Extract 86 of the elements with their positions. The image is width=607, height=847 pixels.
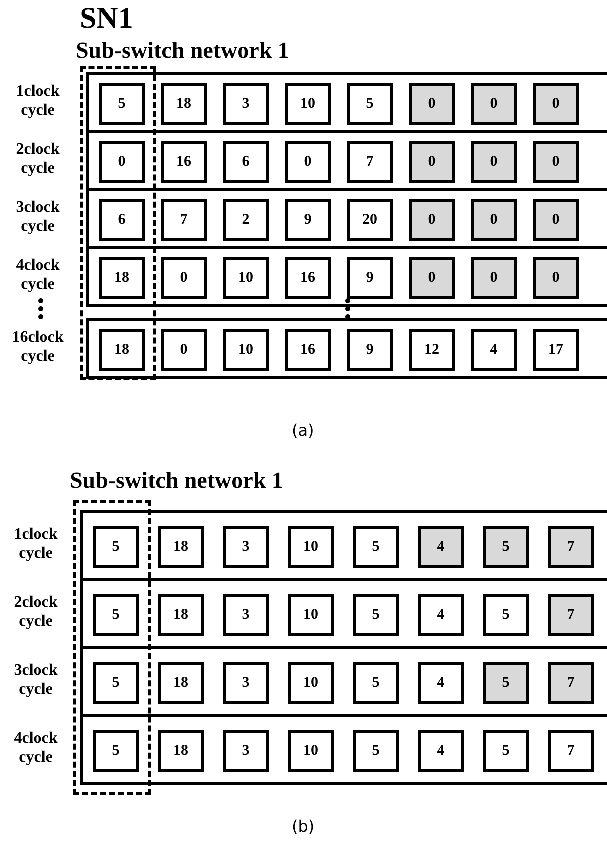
number-box: 0 [471, 199, 517, 241]
number-box: 9 [285, 199, 331, 241]
number-box: 2 [223, 199, 269, 241]
number-box: 7 [347, 141, 393, 183]
number-box: 7 [548, 730, 594, 772]
number-box: 10 [285, 83, 331, 125]
row-label: 1clock cycle [13, 525, 59, 563]
number-box: 18 [158, 594, 204, 636]
number-box: 0 [533, 199, 579, 241]
number-box: 18 [158, 662, 204, 704]
number-box: 10 [223, 257, 269, 299]
number-box: 5 [353, 730, 399, 772]
row-label: 3clock cycle [13, 661, 59, 699]
number-box: 10 [288, 662, 334, 704]
number-box: 16 [285, 329, 331, 371]
number-box: 3 [223, 662, 269, 704]
row-label: 4clock cycle [15, 256, 61, 294]
number-box: 16 [285, 257, 331, 299]
number-box: 0 [409, 83, 455, 125]
number-box: 0 [409, 141, 455, 183]
number-box: 12 [409, 329, 455, 371]
number-box: 0 [471, 257, 517, 299]
number-box: 9 [347, 257, 393, 299]
number-box: 18 [99, 257, 145, 299]
number-box: 5 [483, 594, 529, 636]
number-box: 3 [223, 526, 269, 568]
number-box: 10 [223, 329, 269, 371]
number-box: 3 [223, 594, 269, 636]
number-box: 5 [353, 662, 399, 704]
number-box: 5 [353, 526, 399, 568]
number-box: 4 [418, 526, 464, 568]
number-box: 5 [353, 594, 399, 636]
number-box: 0 [533, 83, 579, 125]
row-label: 2clock cycle [13, 593, 59, 631]
number-box: 5 [93, 662, 139, 704]
number-box: 18 [161, 83, 207, 125]
number-box: 0 [471, 141, 517, 183]
number-box: 18 [158, 730, 204, 772]
number-box: 5 [93, 594, 139, 636]
caption-label: (b) [292, 818, 315, 836]
caption-label: (a) [292, 422, 314, 440]
title-label: SN1 [80, 2, 134, 35]
number-box: 5 [347, 83, 393, 125]
number-box: 10 [288, 594, 334, 636]
number-box: 0 [533, 257, 579, 299]
number-box: 0 [409, 199, 455, 241]
number-box: 9 [347, 329, 393, 371]
number-box: 16 [161, 141, 207, 183]
number-box: 10 [288, 526, 334, 568]
number-box: 20 [347, 199, 393, 241]
number-box: 3 [223, 730, 269, 772]
row-label: 1clock cycle [15, 82, 61, 120]
row-label: 16clock cycle [11, 328, 65, 366]
number-box: 0 [533, 141, 579, 183]
number-box: 6 [223, 141, 269, 183]
number-box: 4 [418, 662, 464, 704]
table-heading: Sub-switch network 1 [76, 38, 290, 64]
number-box: 0 [471, 83, 517, 125]
number-box: 0 [161, 329, 207, 371]
number-box: 7 [548, 662, 594, 704]
number-box: 4 [418, 594, 464, 636]
number-box: 7 [161, 199, 207, 241]
number-box: 5 [483, 730, 529, 772]
number-box: 0 [99, 141, 145, 183]
number-box: 10 [288, 730, 334, 772]
number-box: 5 [99, 83, 145, 125]
number-box: 5 [483, 662, 529, 704]
number-box: 18 [99, 329, 145, 371]
number-box: 7 [548, 526, 594, 568]
number-box: 5 [483, 526, 529, 568]
number-box: 4 [471, 329, 517, 371]
number-box: 7 [548, 594, 594, 636]
number-box: 17 [533, 329, 579, 371]
number-box: 0 [285, 141, 331, 183]
row-label: 4clock cycle [13, 729, 59, 767]
number-box: 3 [223, 83, 269, 125]
row-label: 3clock cycle [15, 198, 61, 236]
table-heading: Sub-switch network 1 [70, 468, 284, 494]
number-box: 4 [418, 730, 464, 772]
number-box: 0 [161, 257, 207, 299]
row-label: 2clock cycle [15, 140, 61, 178]
number-box: 5 [93, 730, 139, 772]
number-box: 0 [409, 257, 455, 299]
number-box: 6 [99, 199, 145, 241]
number-box: 5 [93, 526, 139, 568]
number-box: 18 [158, 526, 204, 568]
